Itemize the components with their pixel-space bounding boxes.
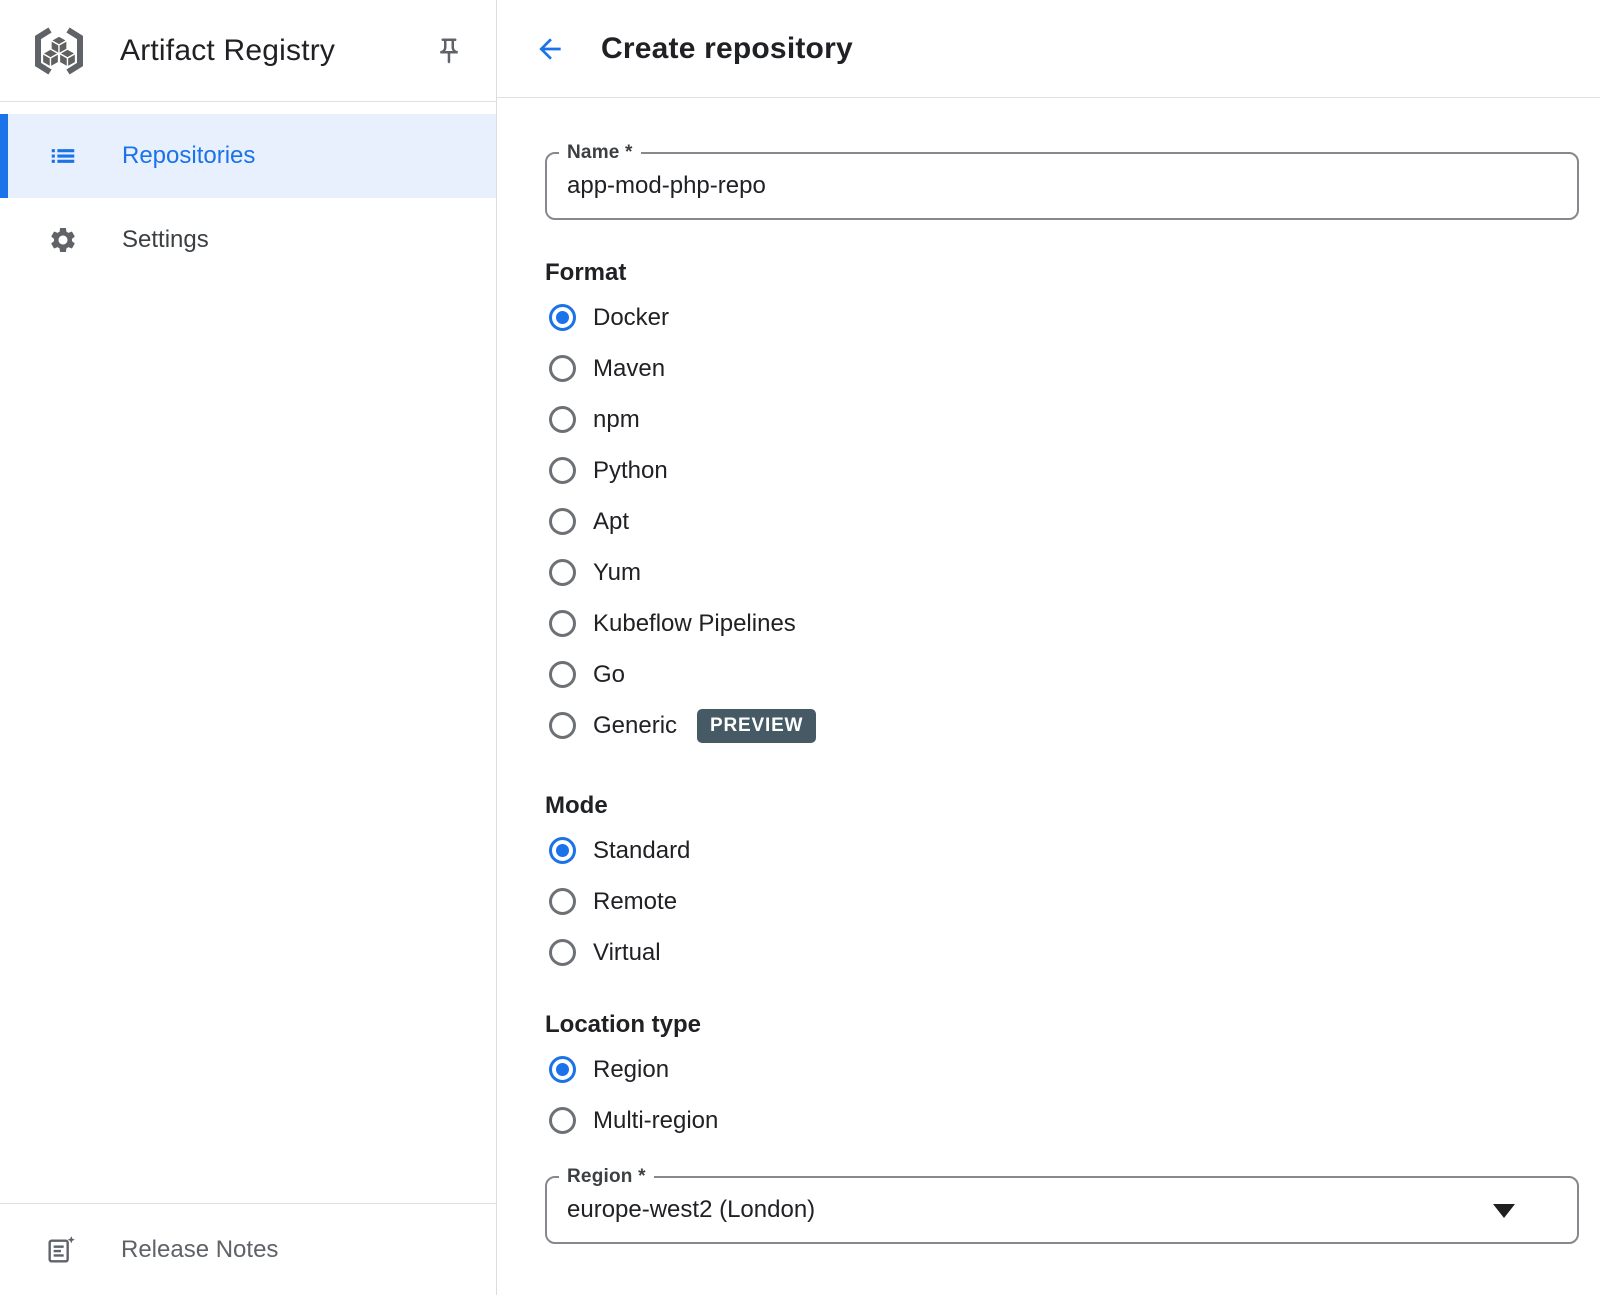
sidebar-item-label: Repositories [122, 142, 256, 169]
radio-option-maven[interactable]: Maven [545, 343, 1580, 394]
page-title: Create repository [601, 31, 853, 65]
radio-selected-icon[interactable] [549, 304, 576, 331]
radio-unselected-icon[interactable] [549, 508, 576, 535]
radio-unselected-icon[interactable] [549, 406, 576, 433]
back-button[interactable] [533, 32, 567, 66]
radio-option-remote[interactable]: Remote [545, 876, 1580, 927]
radio-option-label: npm [593, 405, 640, 433]
radio-unselected-icon[interactable] [549, 888, 576, 915]
radio-option-docker[interactable]: Docker [545, 292, 1580, 343]
region-field-label: Region * [559, 1165, 654, 1189]
pin-icon [440, 38, 458, 63]
radio-option-label: Maven [593, 354, 666, 382]
radio-option-yum[interactable]: Yum [545, 547, 1580, 598]
sidebar-item-label: Settings [122, 226, 209, 253]
radio-option-label: Go [593, 660, 626, 688]
radio-unselected-icon[interactable] [549, 355, 576, 382]
release-notes-icon [48, 1235, 75, 1263]
region-selected-value: europe-west2 (London) [567, 1196, 816, 1223]
radio-option-virtual[interactable]: Virtual [545, 927, 1580, 978]
radio-option-npm[interactable]: npm [545, 394, 1580, 445]
sidebar-item-settings[interactable]: Settings [0, 198, 496, 282]
pin-button[interactable] [432, 34, 466, 68]
radio-option-generic[interactable]: Generic PREVIEW [545, 700, 1580, 751]
sidebar-item-label: Release Notes [121, 1235, 279, 1263]
radio-option-go[interactable]: Go [545, 649, 1580, 700]
radio-unselected-icon[interactable] [549, 1107, 576, 1134]
radio-option-label: Standard [593, 836, 691, 864]
sidebar-nav: Repositories Settings [0, 102, 496, 1203]
sidebar: Artifact Registry Repositories Settings [0, 0, 497, 1295]
preview-badge: PREVIEW [697, 708, 817, 743]
location-type-section-label: Location type [545, 1011, 702, 1038]
main-panel: Create repository Name * Format DockerMa… [497, 0, 1600, 1295]
name-field[interactable]: Name * [545, 141, 1579, 220]
radio-unselected-icon[interactable] [549, 559, 576, 586]
region-select-field[interactable]: Region * europe-west2 (London) [545, 1165, 1579, 1244]
format-section-label: Format [545, 259, 627, 286]
app-title: Artifact Registry [120, 33, 336, 67]
radio-option-label: Apt [593, 507, 630, 535]
list-icon [51, 149, 75, 163]
radio-option-label: Python [593, 456, 668, 484]
name-input[interactable] [547, 156, 1447, 216]
radio-unselected-icon[interactable] [549, 610, 576, 637]
page-header: Create repository [497, 0, 1600, 98]
radio-option-python[interactable]: Python [545, 445, 1580, 496]
radio-option-label: Docker [593, 303, 670, 331]
radio-option-apt[interactable]: Apt [545, 496, 1580, 547]
sidebar-item-release-notes[interactable]: Release Notes [0, 1203, 496, 1295]
radio-option-multi-region[interactable]: Multi-region [545, 1095, 1580, 1146]
name-field-label: Name * [559, 141, 641, 165]
radio-option-label: Yum [593, 558, 642, 586]
sidebar-item-repositories[interactable]: Repositories [0, 114, 496, 198]
mode-section-label: Mode [545, 792, 608, 819]
radio-option-label: Remote [593, 887, 678, 915]
radio-option-label: Generic [593, 711, 678, 739]
dropdown-arrow-icon[interactable] [1493, 1204, 1515, 1218]
radio-option-kubeflow-pipelines[interactable]: Kubeflow Pipelines [545, 598, 1580, 649]
radio-option-standard[interactable]: Standard [545, 825, 1580, 876]
radio-unselected-icon[interactable] [549, 661, 576, 688]
radio-selected-icon[interactable] [549, 837, 576, 864]
radio-option-label: Multi-region [593, 1106, 719, 1134]
radio-option-label: Region [593, 1055, 670, 1083]
radio-option-region[interactable]: Region [545, 1044, 1580, 1095]
radio-option-label: Kubeflow Pipelines [593, 609, 796, 637]
artifact-registry-logo-icon [35, 26, 83, 75]
arrow-back-icon [539, 37, 561, 60]
radio-unselected-icon[interactable] [549, 939, 576, 966]
radio-unselected-icon[interactable] [549, 457, 576, 484]
gear-icon [51, 228, 75, 252]
radio-option-label: Virtual [593, 938, 661, 966]
radio-unselected-icon[interactable] [549, 712, 576, 739]
sidebar-header: Artifact Registry [0, 0, 496, 102]
radio-selected-icon[interactable] [549, 1056, 576, 1083]
